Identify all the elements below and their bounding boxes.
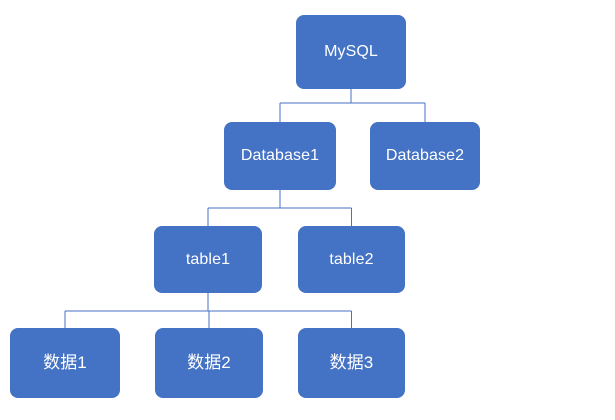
node-data2[interactable]: 数据2	[155, 328, 263, 398]
node-label-mysql: MySQL	[324, 43, 378, 61]
node-label-database2: Database2	[385, 147, 465, 165]
node-mysql[interactable]: MySQL	[296, 15, 406, 89]
node-label-data1: 数据1	[43, 352, 87, 372]
node-label-database1: Database1	[240, 147, 320, 165]
node-table1[interactable]: table1	[154, 226, 262, 293]
node-table2[interactable]: table2	[298, 226, 405, 293]
node-database2[interactable]: Database2	[370, 122, 480, 190]
node-label-data3: 数据3	[329, 352, 374, 372]
node-label-table2: table2	[329, 250, 374, 268]
node-label-data2: 数据2	[187, 352, 231, 372]
node-data3[interactable]: 数据3	[298, 328, 405, 398]
node-database1[interactable]: Database1	[224, 122, 336, 190]
node-label-table1: table1	[185, 250, 231, 268]
node-data1[interactable]: 数据1	[10, 328, 120, 398]
